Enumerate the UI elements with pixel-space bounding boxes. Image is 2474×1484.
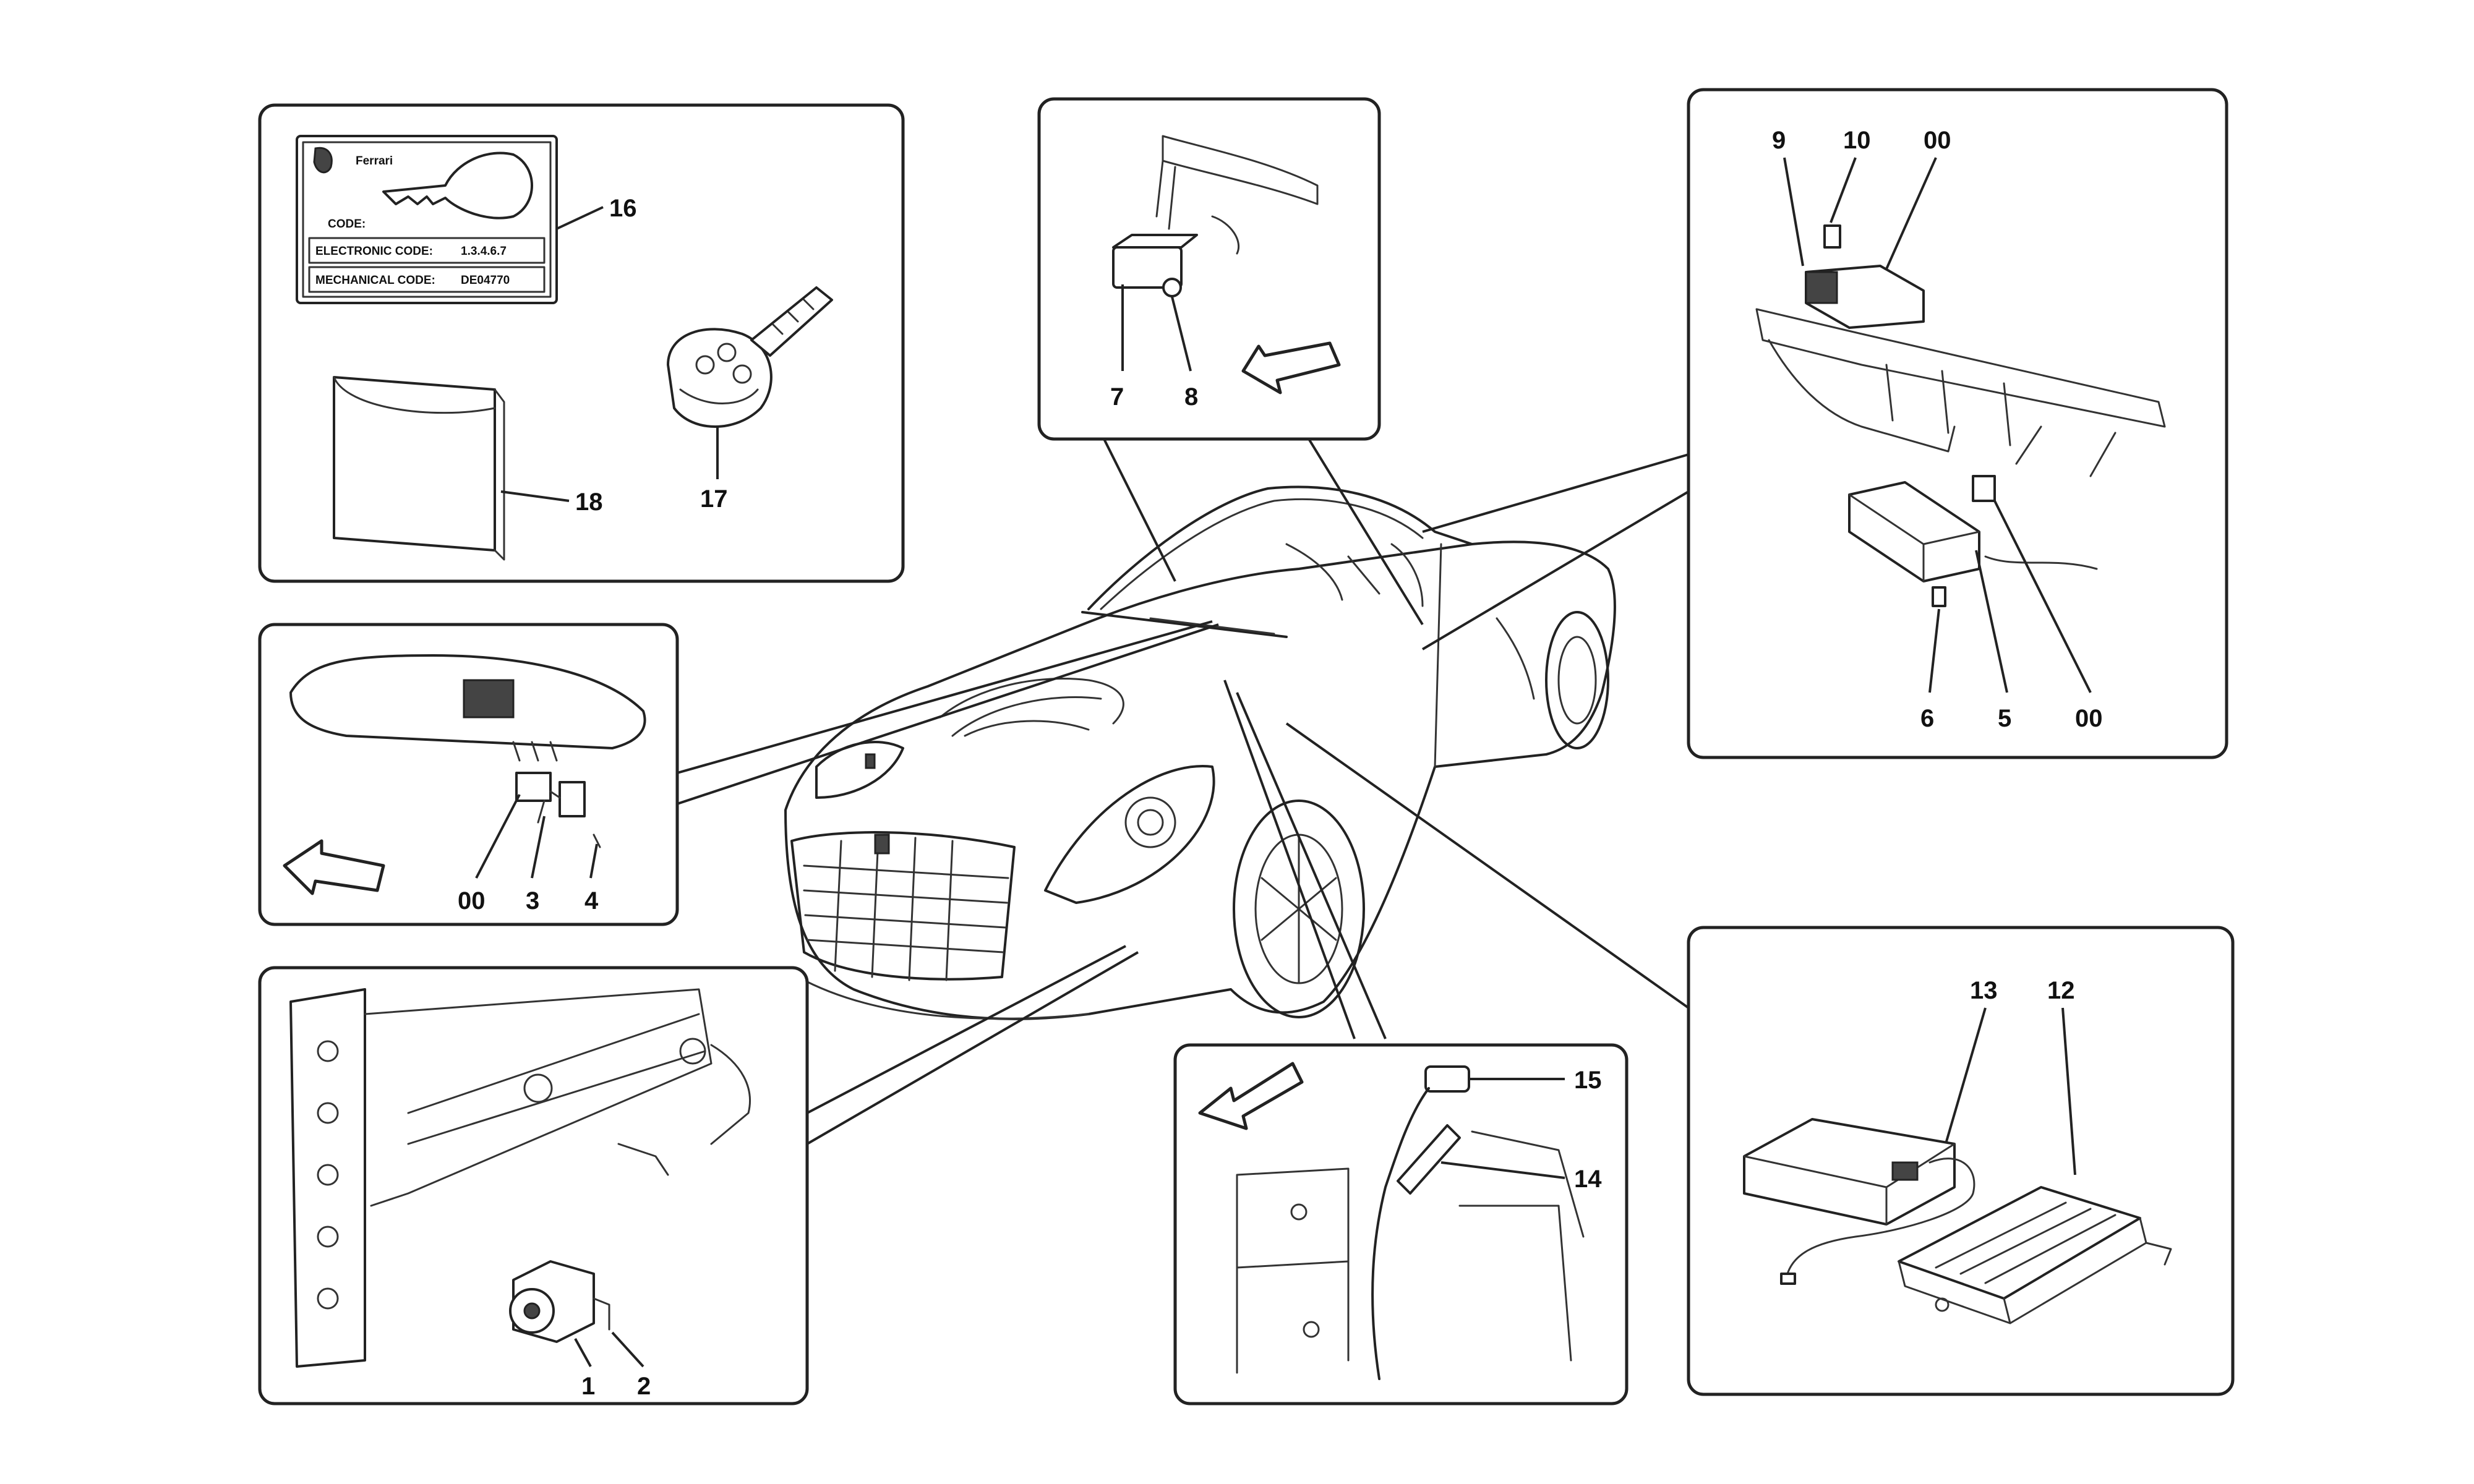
card-brand: Ferrari [356, 155, 393, 168]
remote-key [667, 286, 833, 428]
callout-15: 15 [1574, 1067, 1602, 1094]
panel-key-card: Ferrari CODE: ELECTRONIC CODE: 1.3.4.6.7… [258, 103, 905, 583]
view-arrow-roof-icon [283, 839, 385, 895]
electronic-code-label: ELECTRONIC CODE: [315, 245, 433, 258]
mechanical-code-label: MECHANICAL CODE: [315, 274, 435, 287]
view-arrow-icon [1241, 341, 1341, 394]
panel-antenna: 15 14 [1173, 1043, 1629, 1405]
callout-18: 18 [575, 488, 603, 516]
electronic-code-value: 1.3.4.6.7 [461, 245, 507, 258]
key-outline-icon [382, 151, 533, 220]
view-arrow-antenna-icon [1198, 1062, 1304, 1130]
callout-10: 10 [1843, 127, 1871, 154]
callout-12: 12 [2047, 977, 2075, 1004]
callout-00-top: 00 [1924, 127, 1951, 154]
callout-9: 9 [1772, 127, 1786, 154]
callout-16: 16 [609, 195, 637, 222]
panel-windshield-sensor: 7 8 [1037, 97, 1381, 441]
callout-7: 7 [1110, 383, 1124, 411]
callout-00-bottom: 00 [2075, 705, 2103, 732]
callout-6: 6 [1920, 705, 1934, 732]
leader-lines [677, 432, 1690, 1145]
callout-1: 1 [581, 1373, 595, 1400]
code-card: Ferrari CODE: ELECTRONIC CODE: 1.3.4.6.7… [296, 135, 558, 304]
callout-4: 4 [584, 887, 599, 915]
panel-ecu-tray: 13 12 [1687, 926, 2235, 1396]
callout-3: 3 [526, 887, 539, 915]
mechanical-code-value: DE04770 [461, 274, 510, 287]
callout-5: 5 [1998, 705, 2011, 732]
car-illustration [784, 485, 1616, 1020]
panel-front-chassis: 1 2 [258, 966, 809, 1405]
callout-17: 17 [700, 485, 728, 513]
callout-8: 8 [1184, 383, 1198, 411]
card-code-label: CODE: [328, 218, 366, 231]
callout-00-roof: 00 [458, 887, 486, 915]
document-folder [333, 376, 505, 561]
panel-roof-sensor: 00 3 4 [258, 623, 679, 926]
callout-13: 13 [1970, 977, 1998, 1004]
prancing-horse-icon [313, 147, 333, 174]
callout-2: 2 [637, 1373, 651, 1400]
callout-14: 14 [1574, 1166, 1602, 1193]
panel-rear-modules: 9 10 00 6 5 00 [1687, 88, 2228, 759]
